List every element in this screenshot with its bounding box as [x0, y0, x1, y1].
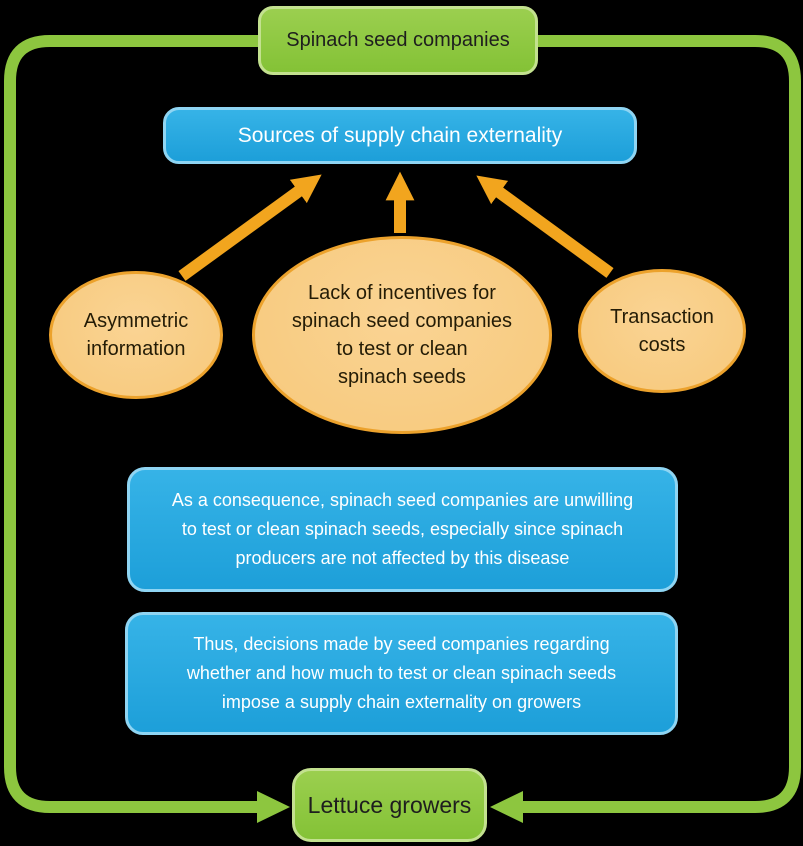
decisions-text: Thus, decisions made by seed companies r… [186, 634, 617, 712]
frame-left-arrowhead-icon [257, 791, 290, 823]
lettuce-growers-label: Lettuce growers [307, 791, 472, 818]
transaction-costs-label: Transaction costs [610, 306, 714, 356]
consequence-text: As a consequence, spinach seed companies… [171, 490, 634, 568]
lack-of-incentives-label: Lack of incentives for spinach seed comp… [291, 282, 513, 388]
spinach-seed-companies-label: Spinach seed companies [286, 29, 510, 51]
node-transaction-costs: Transaction costs [578, 269, 746, 393]
node-sources-of-externality: Sources of supply chain externality [163, 107, 637, 164]
frame-right-arrowhead-icon [490, 791, 523, 823]
node-asymmetric-information: Asymmetric information [49, 271, 223, 399]
arrow-transaction-to-sources [476, 175, 614, 278]
asymmetric-information-label: Asymmetric information [83, 310, 189, 360]
frame-left-connector [4, 35, 300, 813]
node-consequence: As a consequence, spinach seed companies… [127, 467, 678, 592]
node-lack-of-incentives: Lack of incentives for spinach seed comp… [252, 236, 552, 434]
sources-label: Sources of supply chain externality [237, 123, 563, 147]
frame-right-connector [500, 35, 801, 813]
node-spinach-seed-companies: Spinach seed companies [258, 6, 538, 75]
node-decisions: Thus, decisions made by seed companies r… [125, 612, 678, 735]
arrow-asymmetric-to-sources [178, 174, 322, 281]
node-lettuce-growers: Lettuce growers [292, 768, 487, 842]
